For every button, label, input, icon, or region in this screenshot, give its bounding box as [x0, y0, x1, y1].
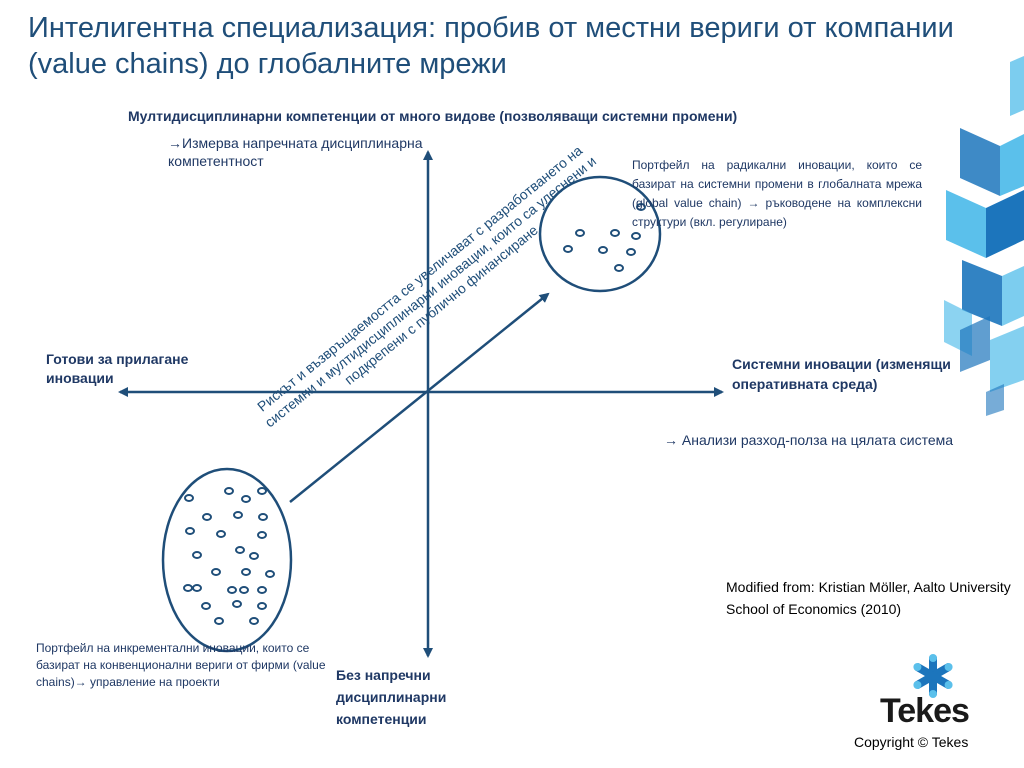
source-note: Modified from: Kristian Möller, Aalto Un…: [726, 579, 1011, 617]
tekes-logo-icon: [913, 654, 953, 698]
radical-portfolio-text: Портфейл на радикални иновации, които се…: [632, 158, 922, 229]
decorative-cubes: [944, 56, 1024, 416]
diagonal-arrow: [289, 292, 550, 503]
page-title: Интелигентна специализация: пробив от ме…: [28, 12, 954, 80]
incremental-portfolio-text: Портфейл на инкрементални иновации, коит…: [36, 641, 326, 689]
radical-portfolio-items: [563, 203, 646, 272]
left-axis-label: Готови за прилагане иновации: [46, 351, 189, 386]
incremental-portfolio-items: [183, 487, 275, 625]
incremental-portfolio-ellipse: [161, 467, 293, 653]
top-axis-label: Мултидисциплинарни компетенции от много …: [128, 108, 738, 124]
top-axis-sublabel: →Измерва напречната дисциплинарна компет…: [168, 135, 423, 169]
tekes-logo-text: Tekes: [880, 692, 970, 730]
radical-portfolio-ellipse: [538, 175, 662, 293]
right-axis-sublabel: → Анализи разход-полза на цялата система: [664, 432, 954, 448]
copyright-note: Copyright © Tekes: [854, 734, 969, 750]
bottom-axis-label: Без напречни дисциплинарни компетенции: [336, 667, 447, 727]
right-axis-label: Системни иновации (изменящи оперативната…: [732, 356, 951, 392]
